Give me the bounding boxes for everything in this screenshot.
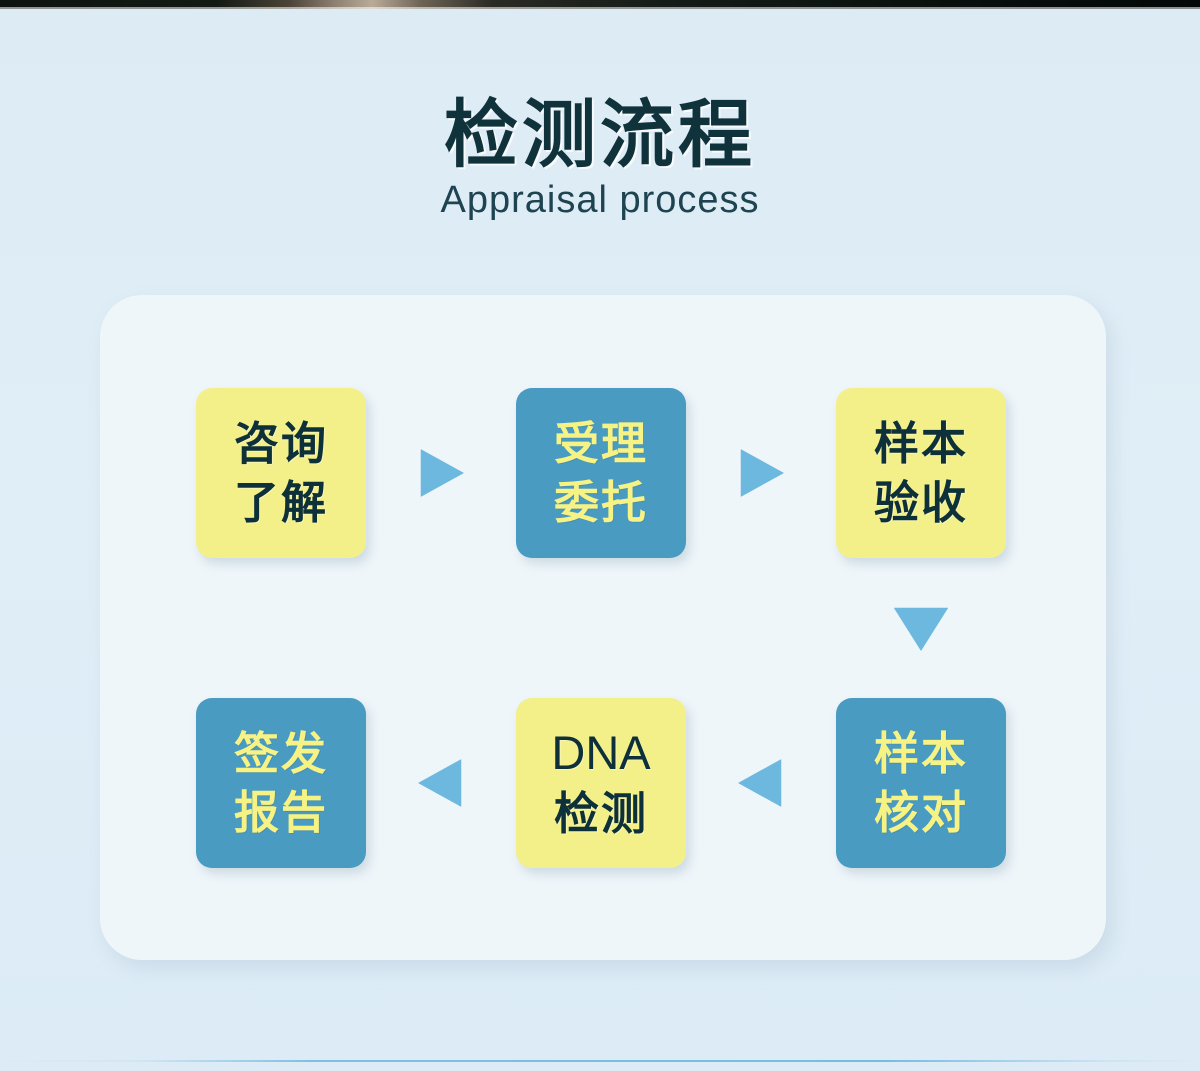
section-divider bbox=[0, 1060, 1200, 1062]
flow-step-6-line-2: 报告 bbox=[233, 787, 328, 838]
flow-step-4-line-2: 核对 bbox=[873, 787, 968, 838]
arrow-down-icon bbox=[892, 605, 950, 651]
flow-step-5-line-1: DNA bbox=[551, 726, 651, 780]
flow-step-6-issue-report[interactable]: 签发 报告 bbox=[196, 698, 366, 868]
flow-step-3-line-1: 样本 bbox=[873, 417, 968, 469]
arrow-left-icon-2 bbox=[738, 757, 784, 809]
arrow-right-icon-2 bbox=[738, 447, 784, 499]
flow-row-bottom: 签发 报告 DNA 检测 样本 核对 bbox=[196, 698, 1006, 868]
flow-step-3-sample-receipt[interactable]: 样本 验收 bbox=[836, 388, 1006, 558]
flow-step-4-sample-verification[interactable]: 样本 核对 bbox=[836, 698, 1006, 868]
flow-step-1-consultation[interactable]: 咨询 了解 bbox=[196, 388, 366, 558]
flowchart-card: 咨询 了解 受理 委托 样本 验收 签发 报告 bbox=[100, 295, 1106, 960]
flow-step-3-line-2: 验收 bbox=[873, 477, 968, 528]
arrow-right-icon-1 bbox=[418, 447, 464, 499]
flow-step-5-dna-testing[interactable]: DNA 检测 bbox=[516, 698, 686, 868]
flow-step-2-acceptance[interactable]: 受理 委托 bbox=[516, 388, 686, 558]
flow-step-5-line-2: 检测 bbox=[553, 788, 648, 840]
flow-step-6-line-1: 签发 bbox=[233, 727, 328, 779]
flow-step-1-line-1: 咨询 bbox=[233, 417, 328, 469]
page-subtitle: Appraisal process bbox=[440, 178, 760, 221]
flow-step-2-line-1: 受理 bbox=[553, 417, 648, 469]
flow-step-1-line-2: 了解 bbox=[233, 477, 328, 528]
arrow-left-icon-1 bbox=[418, 757, 464, 809]
top-photo-sliver bbox=[0, 0, 1200, 9]
flow-step-4-line-1: 样本 bbox=[873, 727, 968, 779]
flow-row-top: 咨询 了解 受理 委托 样本 验收 bbox=[196, 388, 1006, 558]
page-title: 检测流程 bbox=[444, 93, 756, 176]
flow-step-2-line-2: 委托 bbox=[553, 477, 648, 528]
section-heading: 检测流程 Appraisal process bbox=[0, 96, 1200, 221]
